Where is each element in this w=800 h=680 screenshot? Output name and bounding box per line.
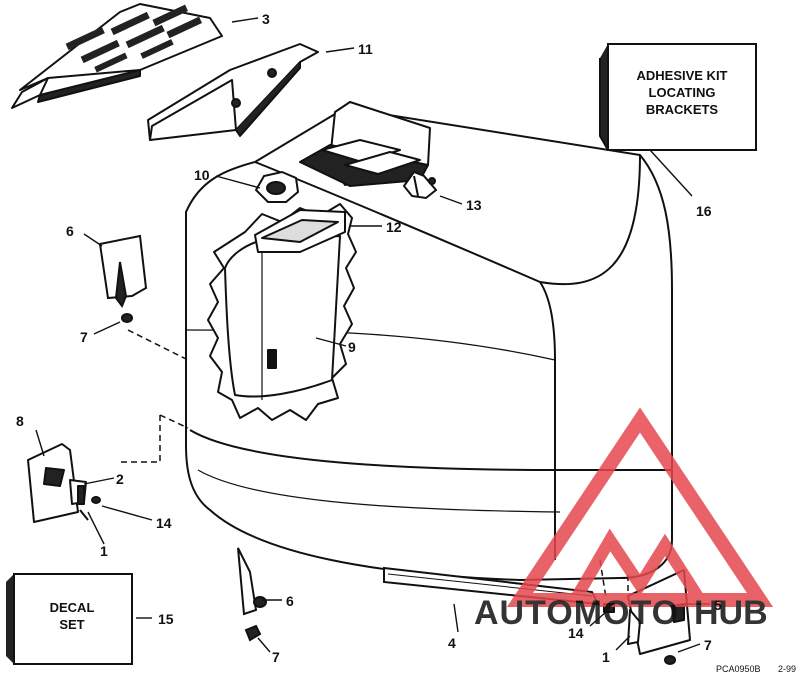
callout-7-right: 7 (704, 637, 712, 653)
callout-16: 16 (696, 203, 712, 219)
drawing-date: 2-99 (778, 664, 796, 674)
grommet-part (254, 170, 300, 203)
callout-11: 11 (358, 41, 373, 57)
watermark-logo: AUTOMOTO HUB (474, 407, 774, 632)
svg-text:AUTOMOTO: AUTOMOTO (474, 594, 679, 632)
bracket-part-upper (98, 234, 148, 323)
grille-seat-part (147, 43, 319, 141)
callout-14-right: 14 (568, 625, 584, 641)
rear-vent-box (299, 101, 431, 187)
callout-10: 10 (194, 167, 210, 183)
callout-13: 13 (466, 197, 482, 213)
latch-assembly-part (27, 443, 101, 523)
callout-3: 3 (262, 11, 270, 27)
adhesive-kit-box: ADHESIVE KIT LOCATING BRACKETS (599, 43, 757, 151)
callout-9: 9 (348, 339, 356, 355)
adhesive-kit-line-2: LOCATING (649, 85, 716, 100)
decal-set-line-1: DECAL (50, 600, 95, 615)
cutaway-section (207, 203, 357, 421)
callout-4: 4 (448, 635, 456, 651)
bracket-part-lower (237, 547, 267, 642)
callout-labels: 3 11 10 13 12 9 6 7 8 2 14 1 6 7 15 4 16… (16, 11, 722, 665)
adhesive-kit-line-1: ADHESIVE KIT (636, 68, 727, 83)
callout-1-right: 1 (602, 649, 610, 665)
callout-14-left: 14 (156, 515, 172, 531)
knob-part (402, 170, 438, 200)
leader-lines (35, 17, 710, 653)
svg-text:HUB: HUB (694, 594, 768, 632)
callout-2: 2 (116, 471, 124, 487)
vent-grille-part (11, 3, 223, 109)
drawing-footer: PCA0950B 2-99 (716, 664, 796, 674)
assembly-dashed-lines (120, 329, 629, 599)
decal-set-line-2: SET (59, 617, 84, 632)
callout-7-upper: 7 (80, 329, 88, 345)
drawing-code: PCA0950B (716, 664, 761, 674)
callout-6-lower: 6 (286, 593, 294, 609)
callout-5: 5 (714, 597, 722, 613)
decal-set-box: DECAL SET (6, 573, 133, 665)
callout-7-lower: 7 (272, 649, 280, 665)
callout-8: 8 (16, 413, 24, 429)
callout-1-left: 1 (100, 543, 108, 559)
adhesive-kit-line-3: BRACKETS (646, 102, 719, 117)
callout-15: 15 (158, 611, 174, 627)
callout-6-upper: 6 (66, 223, 74, 239)
callout-12: 12 (386, 219, 402, 235)
